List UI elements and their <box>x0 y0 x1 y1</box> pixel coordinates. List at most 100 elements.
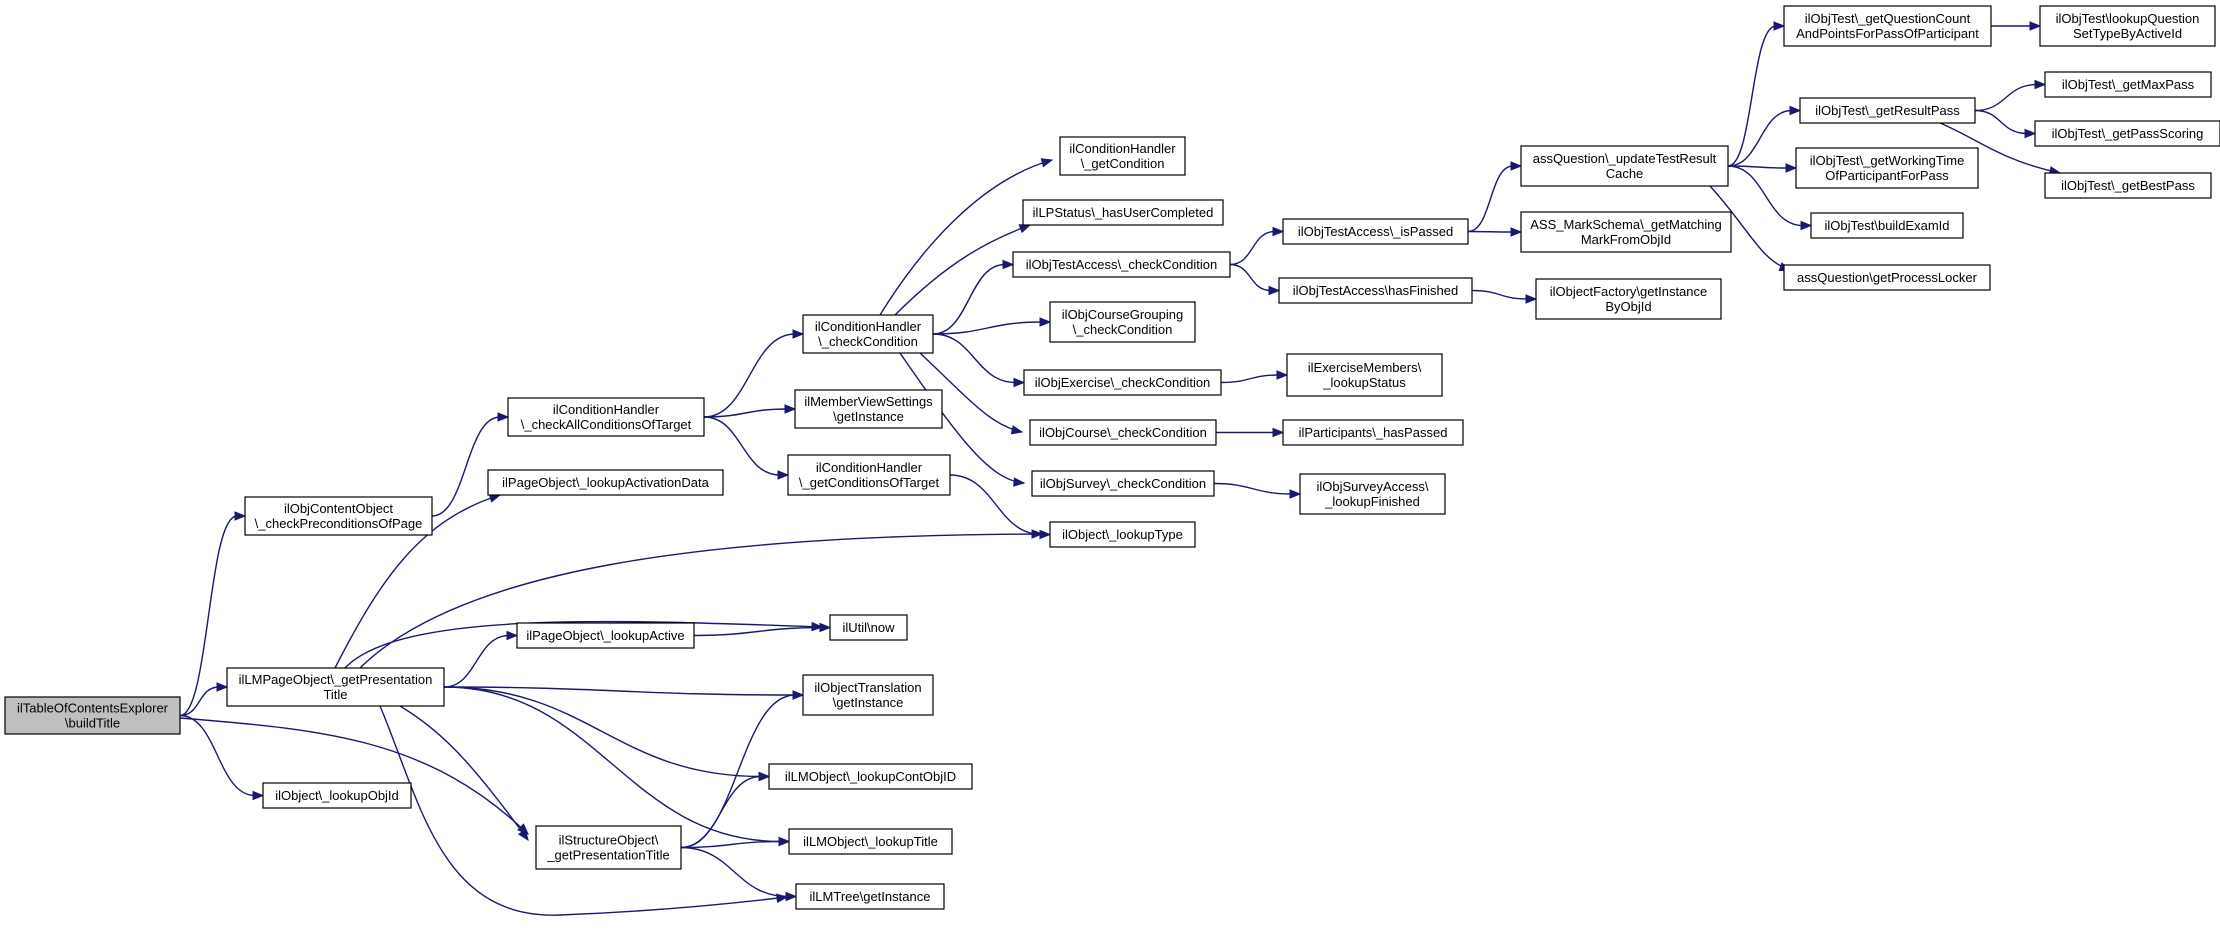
node-getPresTitle[interactable]: ilLMPageObject\_getPresentationTitle <box>226 667 445 707</box>
node-lookupType[interactable]: ilObject\_lookupType <box>1049 521 1196 548</box>
node-box[interactable] <box>794 389 943 429</box>
node-utilNow[interactable]: ilUtil\now <box>829 614 908 641</box>
node-box[interactable] <box>1023 369 1222 396</box>
node-objTrans[interactable]: ilObjectTranslation\getInstance <box>802 674 934 716</box>
node-label: _getPresentationTitle <box>546 848 669 863</box>
node-lpStatus[interactable]: ilLPStatus\_hasUserCompleted <box>1022 199 1224 226</box>
node-label: assQuestion\getProcessLocker <box>1797 270 1978 285</box>
node-box[interactable] <box>262 782 412 809</box>
node-checkCond[interactable]: ilConditionHandler\_checkCondition <box>802 314 934 354</box>
node-box[interactable] <box>1795 147 1979 189</box>
arrowhead-testAccessCheck-to-hasFinished <box>1268 285 1281 296</box>
node-box[interactable] <box>226 667 445 707</box>
arrowhead-exerciseCheck-to-exMembers <box>1276 370 1289 380</box>
node-label: ilObjTest\lookupQuestion <box>2056 11 2200 26</box>
node-box[interactable] <box>507 397 705 437</box>
node-box[interactable] <box>1282 419 1464 446</box>
node-hasFinished[interactable]: ilObjTestAccess\hasFinished <box>1278 277 1473 304</box>
node-workingTime[interactable]: ilObjTest\_getWorkingTimeOfParticipantFo… <box>1795 147 1979 189</box>
node-structPres[interactable]: ilStructureObject\_getPresentationTitle <box>535 825 682 870</box>
node-surveyAccess[interactable]: ilObjSurveyAccess\_lookupFinished <box>1299 473 1446 515</box>
node-box[interactable] <box>1520 211 1732 253</box>
node-label: ilObjTest\_getMaxPass <box>2062 77 2195 92</box>
node-box[interactable] <box>1783 264 1991 291</box>
node-box[interactable] <box>1810 212 1964 239</box>
node-maxPass[interactable]: ilObjTest\_getMaxPass <box>2044 71 2212 98</box>
node-box[interactable] <box>1022 199 1224 226</box>
node-getCondOfTarget[interactable]: ilConditionHandler\_getConditionsOfTarge… <box>787 454 951 496</box>
node-box[interactable] <box>4 696 181 735</box>
node-box[interactable] <box>1520 145 1729 187</box>
node-box[interactable] <box>802 674 934 716</box>
node-box[interactable] <box>1029 419 1217 446</box>
node-root[interactable]: ilTableOfContentsExplorer\buildTitle <box>4 696 181 735</box>
node-box[interactable] <box>2044 71 2212 98</box>
node-box[interactable] <box>1282 218 1469 245</box>
node-box[interactable] <box>788 828 953 855</box>
node-surveyCheck[interactable]: ilObjSurvey\_checkCondition <box>1031 470 1215 497</box>
node-isPassed[interactable]: ilObjTestAccess\_isPassed <box>1282 218 1469 245</box>
node-box[interactable] <box>1012 251 1231 278</box>
node-box[interactable] <box>2034 120 2220 147</box>
node-lookupQSet[interactable]: ilObjTest\lookupQuestionSetTypeByActiveI… <box>2039 5 2216 47</box>
node-procLocker[interactable]: assQuestion\getProcessLocker <box>1783 264 1991 291</box>
node-pageLookupAct[interactable]: ilPageObject\_lookupActivationData <box>487 469 724 496</box>
node-box[interactable] <box>1783 5 1992 47</box>
node-label: ilPageObject\_lookupActivationData <box>502 475 709 490</box>
node-label: ilObjTest\_getQuestionCount <box>1805 11 1971 26</box>
node-box[interactable] <box>1286 353 1443 397</box>
node-label: ilLPStatus\_hasUserCompleted <box>1033 205 1214 220</box>
node-box[interactable] <box>1278 277 1473 304</box>
node-box[interactable] <box>829 614 908 641</box>
node-lmLookupCont[interactable]: ilLMObject\_lookupContObjID <box>768 763 973 790</box>
node-pageLookupActive[interactable]: ilPageObject\_lookupActive <box>516 622 695 649</box>
node-label: ilObjectTranslation <box>814 680 921 695</box>
node-box[interactable] <box>1799 97 1976 124</box>
node-memberView[interactable]: ilMemberViewSettings\getInstance <box>794 389 943 429</box>
node-box[interactable] <box>787 454 951 496</box>
node-box[interactable] <box>487 469 724 496</box>
node-lookupObjIdRoot[interactable]: ilObject\_lookupObjId <box>262 782 412 809</box>
node-getCondition[interactable]: ilConditionHandler\_getCondition <box>1059 136 1186 176</box>
node-box[interactable] <box>1031 470 1215 497</box>
node-testAccessCheck[interactable]: ilObjTestAccess\_checkCondition <box>1012 251 1231 278</box>
arrowhead-updateCache-to-qCount <box>1773 21 1786 31</box>
arrowhead-checkAllCond-to-getCondOfTarget <box>777 470 790 480</box>
node-box[interactable] <box>535 825 682 870</box>
node-buildExam[interactable]: ilObjTest\buildExamId <box>1810 212 1964 239</box>
node-box[interactable] <box>516 622 695 649</box>
node-courseGrouping[interactable]: ilObjCourseGrouping\_checkCondition <box>1049 301 1196 343</box>
node-participants[interactable]: ilParticipants\_hasPassed <box>1282 419 1464 446</box>
node-lmLookupTitle[interactable]: ilLMObject\_lookupTitle <box>788 828 953 855</box>
node-courseCheck[interactable]: ilObjCourse\_checkCondition <box>1029 419 1217 446</box>
arrowhead-updateCache-to-resultPass <box>1789 105 1802 116</box>
node-box[interactable] <box>1299 473 1446 515</box>
node-box[interactable] <box>244 496 433 536</box>
node-label: ilObjTestAccess\hasFinished <box>1293 283 1458 298</box>
node-box[interactable] <box>802 314 934 354</box>
node-box[interactable] <box>1059 136 1186 176</box>
node-box[interactable] <box>1049 301 1196 343</box>
node-box[interactable] <box>768 763 973 790</box>
arrowhead-checkAllCond-to-memberView <box>784 404 797 414</box>
node-checkPre[interactable]: ilObjContentObject\_checkPreconditionsOf… <box>244 496 433 536</box>
node-exMembers[interactable]: ilExerciseMembers\_lookupStatus <box>1286 353 1443 397</box>
node-qCount[interactable]: ilObjTest\_getQuestionCountAndPointsForP… <box>1783 5 1992 47</box>
node-box[interactable] <box>1535 278 1722 320</box>
node-bestPass[interactable]: ilObjTest\_getBestPass <box>2044 172 2212 199</box>
node-lmTree[interactable]: ilLMTree\getInstance <box>795 883 945 910</box>
node-resultPass[interactable]: ilObjTest\_getResultPass <box>1799 97 1976 124</box>
arrowhead-resultPass-to-maxPass <box>2034 79 2047 90</box>
arrowhead-getPresTitle-to-lookupType <box>1031 529 1044 539</box>
node-box[interactable] <box>1049 521 1196 548</box>
node-box[interactable] <box>2039 5 2216 47</box>
node-label: ilObjTest\_getPassScoring <box>2052 126 2204 141</box>
node-checkAllCond[interactable]: ilConditionHandler\_checkAllConditionsOf… <box>507 397 705 437</box>
node-exerciseCheck[interactable]: ilObjExercise\_checkCondition <box>1023 369 1222 396</box>
node-box[interactable] <box>795 883 945 910</box>
node-box[interactable] <box>2044 172 2212 199</box>
node-passScoring[interactable]: ilObjTest\_getPassScoring <box>2034 120 2220 147</box>
